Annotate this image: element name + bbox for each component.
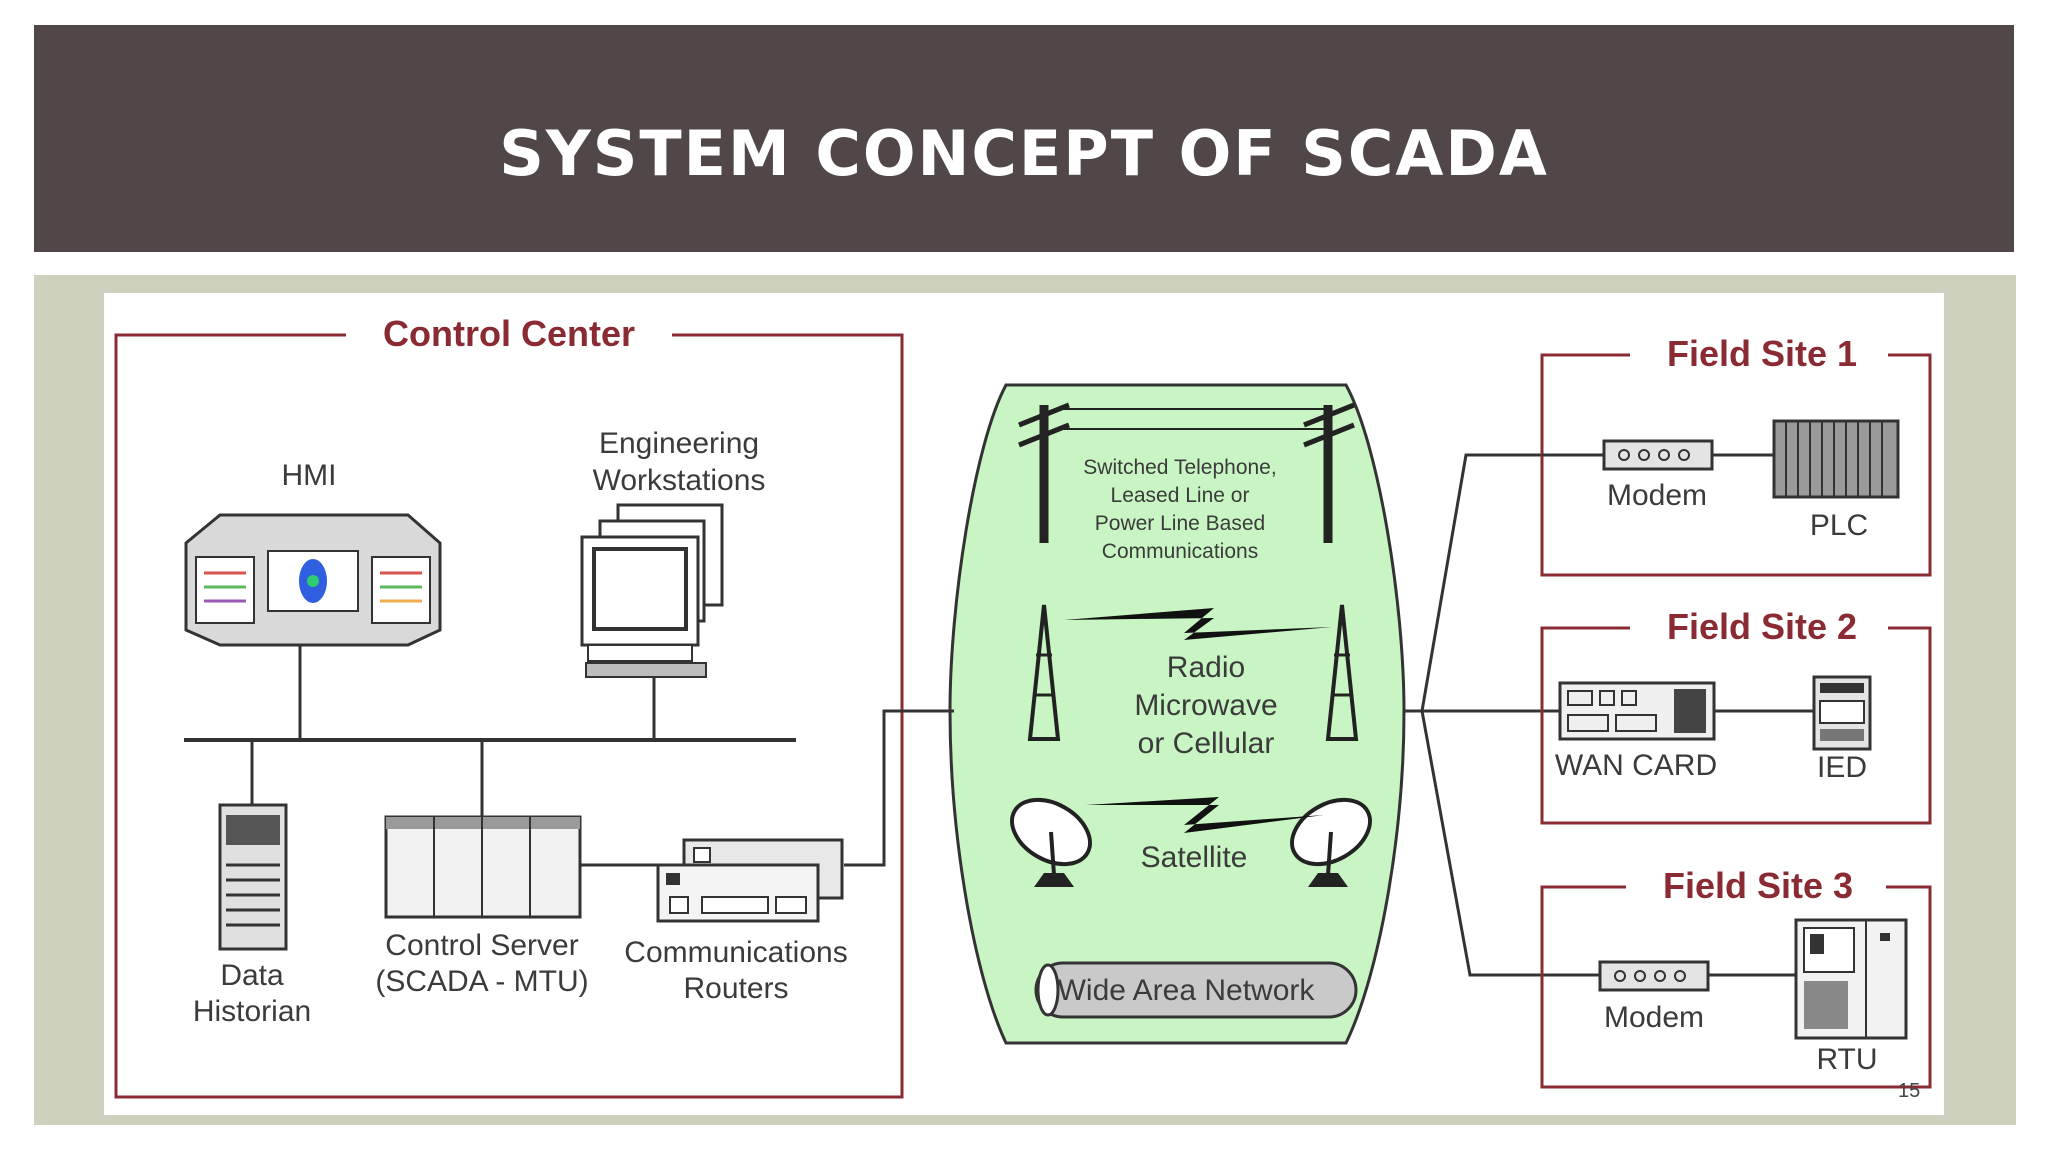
hmi-icon — [184, 513, 442, 647]
historian-label-line2: Historian — [193, 995, 311, 1028]
radio-tower-icon — [1027, 604, 1061, 741]
field-site-2-device-b-label: IED — [1817, 751, 1867, 784]
title-bar: SYSTEM CONCEPT OF SCADA — [34, 25, 2014, 252]
field-site-1-title: Field Site 1 — [1667, 333, 1857, 374]
scada-diagram: Control Center HMI Engineering Workstati… — [104, 293, 1944, 1115]
historian-label-line1: Data — [220, 959, 284, 992]
routers-label-line2: Routers — [683, 972, 788, 1005]
field-site-3-box: Field Site 3 — [1540, 865, 1932, 1089]
telephone-label-line3: Power Line Based — [1095, 512, 1265, 535]
radio-link-bolt — [1064, 608, 1332, 640]
diagram-frame: Control Center HMI Engineering Workstati… — [34, 275, 2016, 1125]
field-site-2-title: Field Site 2 — [1667, 606, 1857, 647]
field-site-3-device-a-label: Modem — [1604, 1001, 1704, 1034]
slide-title: SYSTEM CONCEPT OF SCADA — [499, 117, 1549, 190]
engineering-workstation-icon — [580, 503, 724, 678]
radio-label-line1: Radio — [1167, 651, 1245, 684]
radio-tower-icon — [1325, 604, 1359, 741]
slide-number: 15 — [1898, 1080, 1921, 1102]
engineering-label-line1: Engineering — [599, 427, 759, 460]
engineering-label-line2: Workstations — [593, 464, 766, 497]
field-site-1-box: Field Site 1 — [1540, 333, 1932, 577]
satellite-dish-icon — [1010, 797, 1092, 887]
communications-router-icon — [656, 838, 844, 923]
radio-label-line3: or Cellular — [1138, 727, 1275, 760]
telephone-label-line2: Leased Line or — [1111, 484, 1250, 507]
field-site-3-title: Field Site 3 — [1663, 865, 1853, 906]
modem-icon — [1602, 439, 1714, 471]
wan-label: Wide Area Network — [1058, 974, 1316, 1007]
hmi-label: HMI — [282, 459, 337, 492]
telephone-label-line1: Switched Telephone, — [1083, 456, 1276, 479]
ied-icon — [1812, 675, 1872, 751]
modem-icon — [1598, 960, 1710, 992]
control-center-title: Control Center — [383, 313, 635, 354]
data-historian-icon — [218, 803, 288, 951]
satellite-label: Satellite — [1141, 841, 1248, 874]
wan-card-icon — [1558, 681, 1716, 741]
server-label-line1: Control Server — [385, 929, 578, 962]
plc-icon — [1772, 419, 1900, 499]
control-server-icon — [384, 815, 582, 919]
radio-label-line2: Microwave — [1134, 689, 1277, 722]
control-center-box: Control Center — [114, 313, 904, 1099]
telephone-label-line4: Communications — [1102, 540, 1258, 563]
rtu-icon — [1794, 918, 1908, 1040]
field-site-1-device-a-label: Modem — [1607, 479, 1707, 512]
server-label-line2: (SCADA - MTU) — [375, 965, 588, 998]
field-site-1-device-b-label: PLC — [1810, 509, 1868, 542]
field-site-2-device-a-label: WAN CARD — [1555, 749, 1717, 782]
satellite-link-bolt — [1086, 797, 1324, 833]
wan-pipe-icon — [1034, 961, 1358, 1019]
telephone-pole-icon — [1018, 402, 1070, 543]
routers-label-line1: Communications — [624, 936, 847, 969]
field-site-2-box: Field Site 2 — [1540, 606, 1932, 825]
field-site-3-device-b-label: RTU — [1816, 1043, 1877, 1076]
